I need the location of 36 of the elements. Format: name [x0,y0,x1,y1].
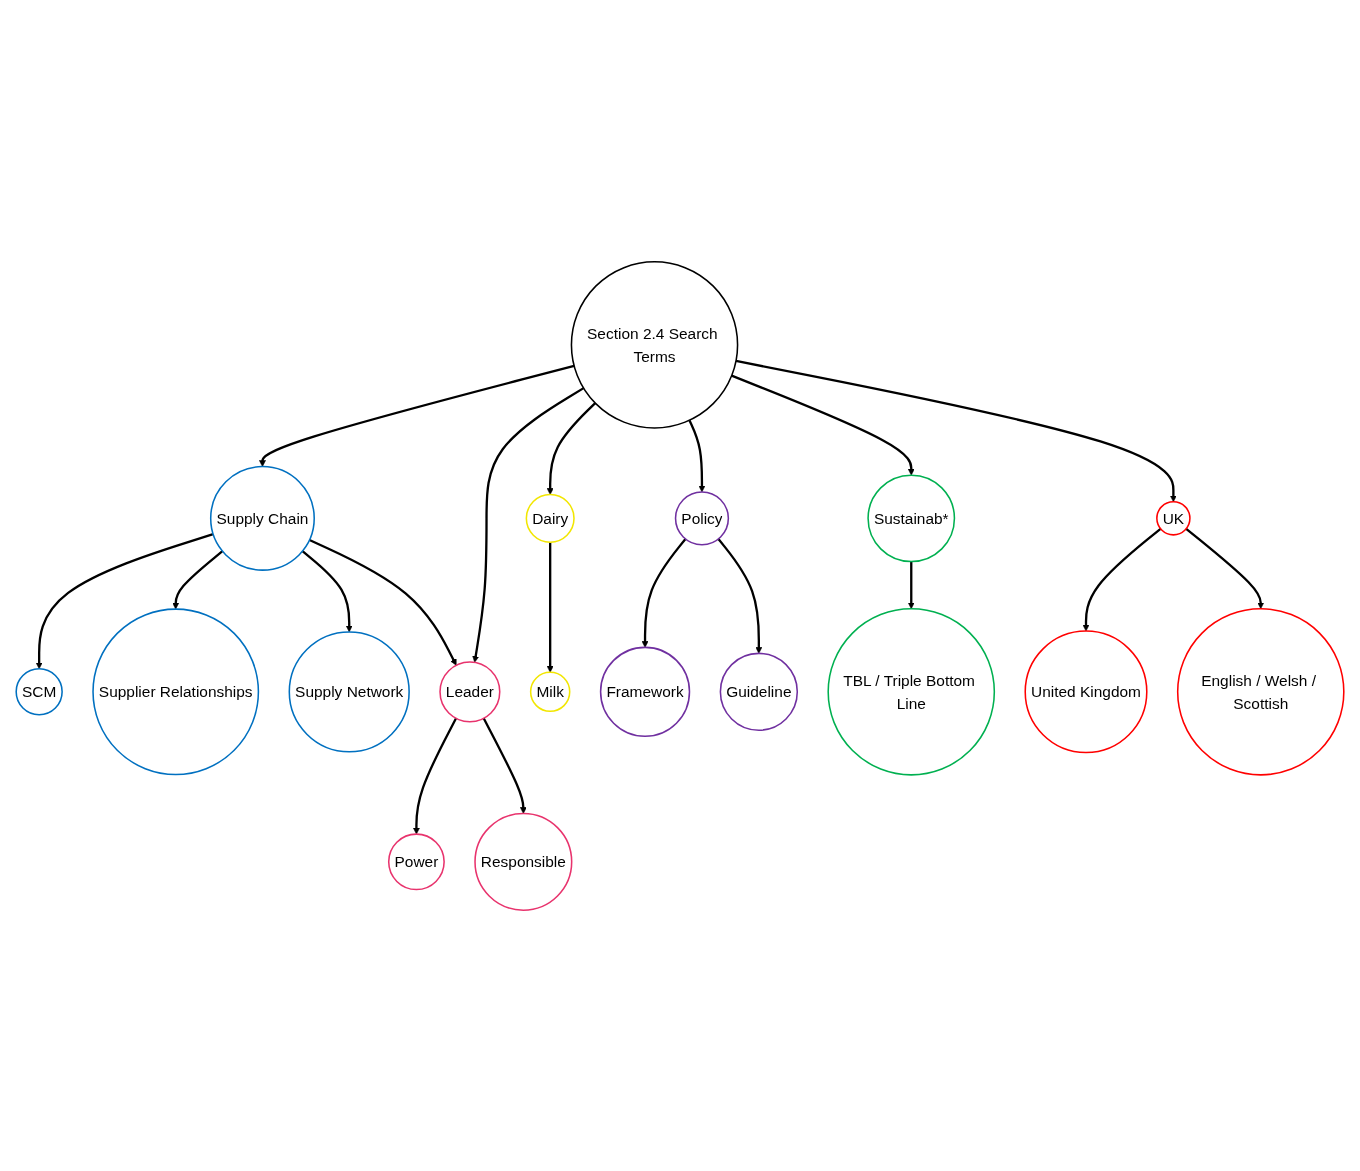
arrow [413,717,458,834]
node-circle: Policy [674,490,730,546]
arrow [1185,527,1265,609]
arrow [301,549,353,632]
node-circle: Sustainab* [867,473,956,562]
node-circle: United Kingdom [1024,629,1148,753]
node-circle: English / Welsh / Scottish [1176,607,1345,776]
node-circle: Power [387,832,445,890]
node-circle: UK [1156,500,1191,536]
node-circle: Supply Chain [209,465,315,571]
arrow [172,549,224,609]
node-circle: Supplier Relationships [92,607,260,775]
arrow [641,537,687,648]
node-circle: SCM [15,667,63,716]
node-circle: Dairy [525,493,575,543]
arrow [546,401,597,495]
arrow [717,537,763,654]
arrow [35,532,214,669]
arrow [688,419,706,492]
node-circle: Responsible [474,812,573,911]
arrow [735,359,1177,502]
arrow [731,374,915,475]
node-circle: Guideline [719,652,799,731]
node-circle: Supply Network [288,630,410,752]
node-circle: Milk [529,671,571,712]
arrow [472,386,585,663]
node-circle: Leader [439,660,501,722]
arrow [1082,527,1162,631]
node-circle: Framework [599,646,691,737]
arrow [546,541,554,673]
arrow [309,538,457,666]
arrow [907,561,915,609]
arrow [259,364,575,467]
arrow [482,717,527,814]
node-circle: TBL / Triple Bottom Line [827,607,996,776]
node-circle: Section 2.4 Search Terms [570,260,739,429]
